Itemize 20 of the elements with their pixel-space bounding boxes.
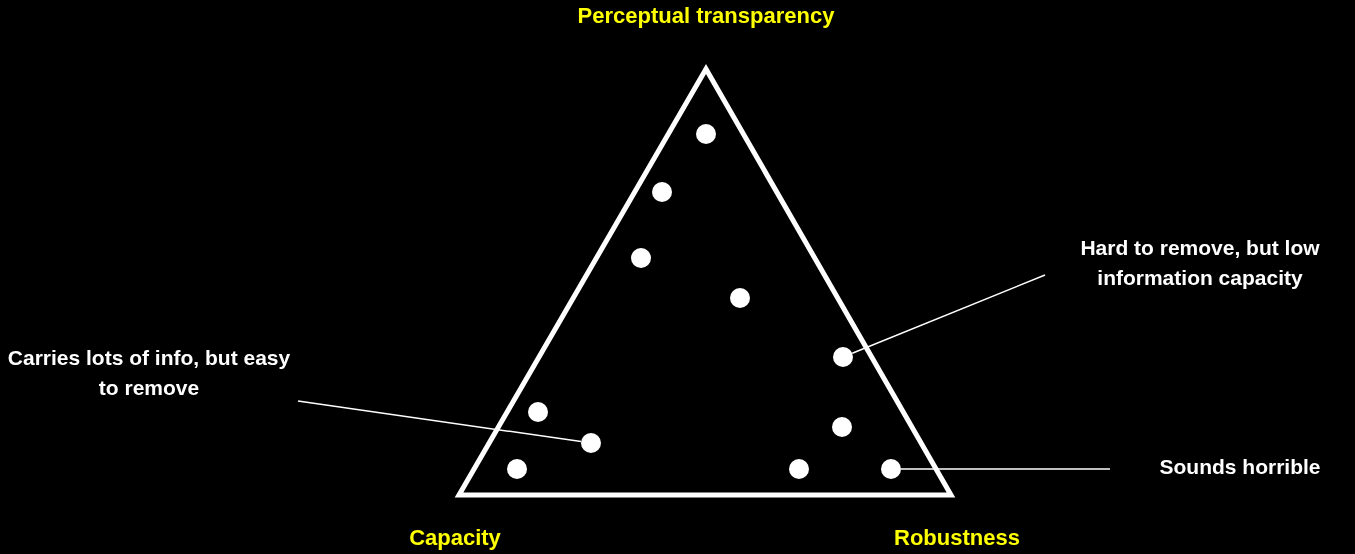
dot (730, 288, 750, 308)
dot (528, 402, 548, 422)
dot (789, 459, 809, 479)
dot (631, 248, 651, 268)
leader-line (900, 468, 1111, 470)
leader-line (851, 274, 1046, 354)
annotation-text: Hard to remove, but low information capacity (1045, 232, 1355, 294)
dot (507, 459, 527, 479)
dot (881, 459, 901, 479)
dot (581, 433, 601, 453)
dot (833, 347, 853, 367)
dot (652, 182, 672, 202)
annotation-text: Sounds horrible (1110, 452, 1355, 482)
annotation-text: Carries lots of info, but easy to remove (0, 343, 298, 403)
dot (696, 124, 716, 144)
axis-label: Robustness (894, 525, 1020, 551)
axis-label: Perceptual transparency (577, 3, 835, 29)
leader-line (297, 400, 582, 443)
dot (832, 417, 852, 437)
axis-label: Capacity (409, 525, 501, 551)
